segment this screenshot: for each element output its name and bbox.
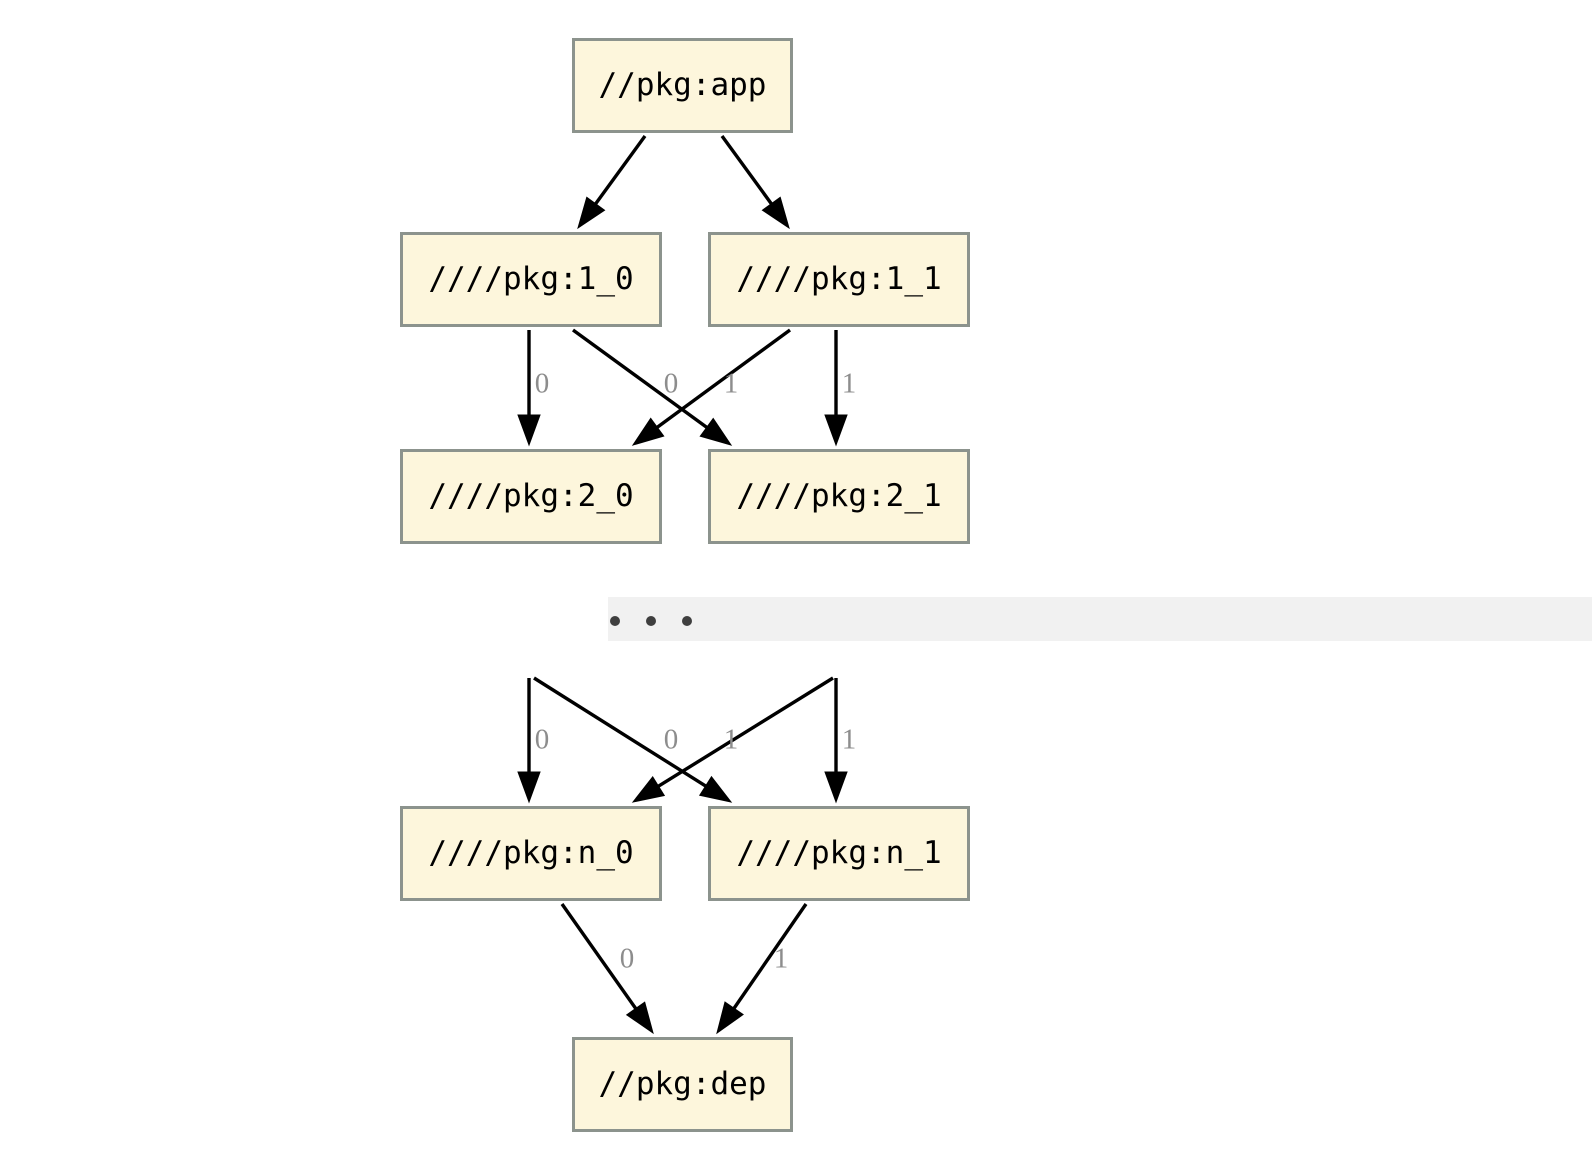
node-label: //pkg:app: [599, 67, 767, 103]
node-box[interactable]: [400, 232, 662, 327]
graph-node-n2_1[interactable]: ////pkg:2_1: [708, 449, 970, 544]
graph-edge: [577, 134, 647, 230]
edge-line: [651, 328, 792, 433]
ellipsis-band: [608, 597, 1592, 641]
graph-edge: [631, 328, 792, 446]
graph-node-n2_0[interactable]: ////pkg:2_0: [400, 449, 662, 544]
node-box[interactable]: [572, 1037, 793, 1132]
node-box[interactable]: [400, 449, 662, 544]
edge-label: 1: [842, 724, 857, 756]
edge-label: 1: [724, 368, 739, 400]
edge-arrowhead: [716, 1001, 744, 1035]
edge-label: 0: [664, 368, 679, 400]
edge-arrowhead: [824, 414, 848, 447]
edge-label: 0: [664, 724, 679, 756]
node-label: ////pkg:n_1: [736, 835, 941, 871]
edge-label: 0: [620, 943, 635, 975]
graph-edge: [716, 903, 808, 1035]
edge-label: 0: [535, 368, 550, 400]
edge-arrowhead: [577, 196, 606, 230]
graph-edge: [571, 328, 733, 446]
node-box[interactable]: [708, 806, 970, 901]
edge-line: [560, 903, 641, 1015]
edge-line: [571, 328, 713, 433]
graph-node-app[interactable]: //pkg:app: [572, 38, 793, 133]
graph-edge: [824, 678, 848, 804]
edge-line: [533, 676, 712, 791]
edge-arrowhead: [517, 771, 541, 804]
edge-labels-layer: 0 0 1 1 0 0 1 1 0 1: [535, 368, 857, 975]
ellipsis-dot: [646, 616, 656, 626]
graph-edge: [824, 330, 848, 447]
edge-line: [590, 134, 647, 210]
edge-line: [720, 134, 777, 210]
edge-arrowhead: [625, 1001, 654, 1035]
node-box[interactable]: [572, 38, 793, 133]
graph-edge: [560, 903, 654, 1035]
edge-arrowhead: [631, 775, 666, 803]
graph-node-nn_0[interactable]: ////pkg:n_0: [400, 806, 662, 901]
graph-node-n1_1[interactable]: ////pkg:1_1: [708, 232, 970, 327]
edge-arrowhead: [699, 417, 733, 446]
ellipsis-dot: [610, 616, 620, 626]
node-box[interactable]: [708, 232, 970, 327]
node-box[interactable]: [708, 449, 970, 544]
edge-label: 1: [774, 943, 789, 975]
edge-arrowhead: [761, 196, 790, 230]
edges-layer: [517, 134, 848, 1035]
graph-edge: [631, 676, 834, 803]
graph-edge: [720, 134, 790, 230]
node-label: //pkg:dep: [599, 1066, 767, 1102]
ellipsis-separator: [608, 597, 1592, 641]
graph-edge: [533, 676, 733, 803]
node-label: ////pkg:1_0: [428, 261, 633, 297]
node-label: ////pkg:2_0: [428, 478, 633, 514]
edge-label: 1: [724, 724, 739, 756]
node-label: ////pkg:1_1: [736, 261, 941, 297]
graph-edge: [517, 678, 541, 804]
edge-line: [729, 903, 808, 1015]
edge-label: 0: [535, 724, 550, 756]
nodes-layer: //pkg:app ////pkg:1_0 ////pkg:1_1 ////pkg:2…: [400, 38, 970, 1132]
node-box[interactable]: [400, 806, 662, 901]
graph-node-n1_0[interactable]: ////pkg:1_0: [400, 232, 662, 327]
graph-edge: [517, 330, 541, 447]
edge-arrowhead: [824, 771, 848, 804]
ellipsis-dot: [682, 616, 692, 626]
edge-arrowhead: [631, 417, 665, 446]
node-label: ////pkg:n_0: [428, 835, 633, 871]
edge-label: 1: [842, 368, 857, 400]
edge-arrowhead: [517, 414, 541, 447]
edge-line: [652, 676, 834, 791]
graph-node-nn_1[interactable]: ////pkg:n_1: [708, 806, 970, 901]
graph-node-dep[interactable]: //pkg:dep: [572, 1037, 793, 1132]
node-label: ////pkg:2_1: [736, 478, 941, 514]
edge-arrowhead: [698, 775, 733, 803]
